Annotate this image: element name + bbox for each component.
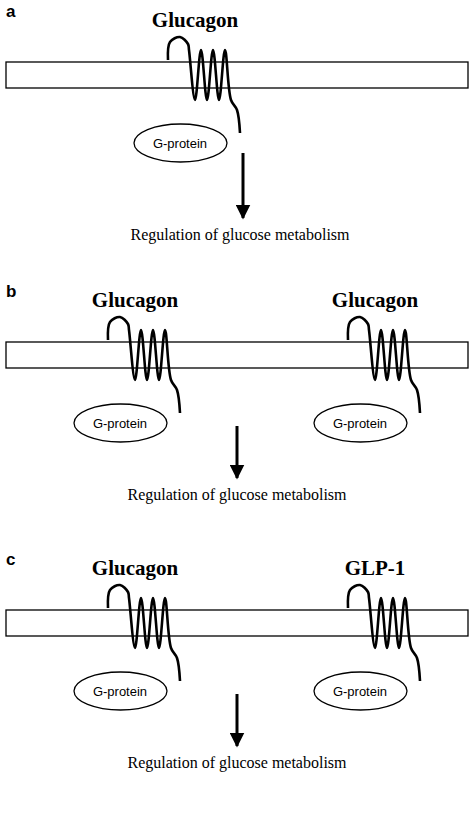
receptor-symbol [348, 585, 420, 681]
ligand-label: Glucagon [92, 556, 178, 580]
membrane [6, 342, 468, 368]
g-protein-ellipse: G-protein [133, 123, 228, 163]
g-protein-ellipse: G-protein [313, 671, 408, 711]
outcome-label: Regulation of glucose metabolism [130, 226, 349, 244]
ligand-label: Glucagon [92, 288, 178, 312]
ellipse-shape [74, 404, 167, 442]
receptor-symbol [168, 37, 240, 133]
node-label: G-protein [93, 684, 147, 699]
ellipse-shape [314, 404, 407, 442]
node-label: G-protein [333, 684, 387, 699]
ellipse-shape [74, 672, 167, 710]
receptor-symbol [348, 317, 420, 413]
signal-arrow [236, 426, 239, 478]
membrane [6, 62, 468, 88]
ligand-label: Glucagon [332, 288, 418, 312]
receptor-group [108, 37, 420, 681]
node-label: G-protein [153, 136, 207, 151]
g-protein-ellipse: G-protein [73, 671, 168, 711]
signal-arrow [236, 694, 239, 746]
ellipse-shape [134, 124, 227, 162]
node-label: G-protein [333, 416, 387, 431]
ellipse-shape [314, 672, 407, 710]
panel-letter: b [6, 282, 16, 302]
outcome-label: Regulation of glucose metabolism [127, 754, 346, 772]
node-label: G-protein [93, 416, 147, 431]
receptor-symbol [108, 585, 180, 681]
g-protein-ellipse: G-protein [73, 403, 168, 443]
panel-letter: c [6, 550, 15, 570]
membrane [6, 610, 468, 636]
g-protein-ellipse: G-protein [313, 403, 408, 443]
outcome-label: Regulation of glucose metabolism [127, 486, 346, 504]
panel-letter: a [6, 2, 15, 22]
signal-arrow [242, 153, 245, 218]
receptor-symbol [108, 317, 180, 413]
ligand-label: GLP-1 [345, 556, 406, 580]
ligand-label: Glucagon [152, 8, 238, 32]
